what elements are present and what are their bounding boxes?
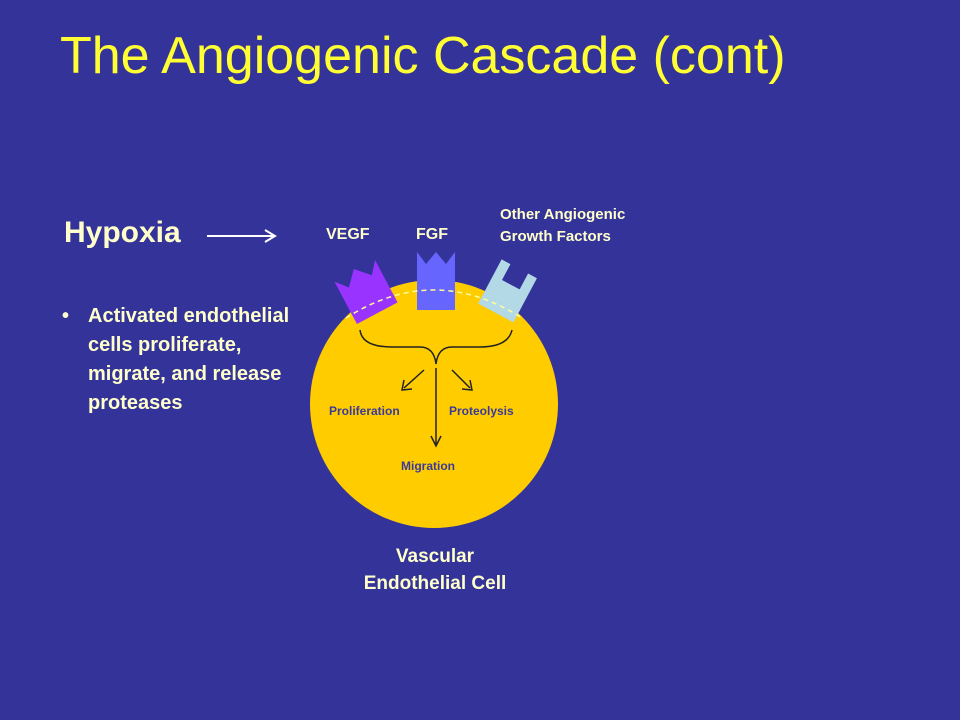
arrow-proliferation xyxy=(403,369,425,389)
endothelial-cell xyxy=(310,280,558,528)
vegf-receptor xyxy=(334,260,398,324)
bullet-text: Activated endothelial cells proliferate,… xyxy=(88,305,290,414)
other-receptor xyxy=(478,259,537,323)
hypoxia-label: Hypoxia xyxy=(64,216,181,249)
proteolysis-label: Proteolysis xyxy=(449,404,514,418)
fgf-receptor xyxy=(417,252,455,310)
proliferation-label: Proliferation xyxy=(329,404,400,418)
vegf-label: VEGF xyxy=(326,226,370,243)
cell-label: Vascular Endothelial Cell xyxy=(363,546,507,594)
page-title: The Angiogenic Cascade (cont) xyxy=(60,27,786,85)
arrow-proteolysis xyxy=(451,369,471,389)
hypoxia-arrow xyxy=(207,229,277,243)
other-growth-factors-label: Other Angiogenic Growth Factors xyxy=(500,206,626,245)
membrane-dashed-line xyxy=(345,289,523,319)
migration-label: Migration xyxy=(401,459,455,473)
bullet-marker: • xyxy=(62,305,70,327)
fgf-label: FGF xyxy=(416,226,448,243)
signal-brace xyxy=(359,329,513,365)
